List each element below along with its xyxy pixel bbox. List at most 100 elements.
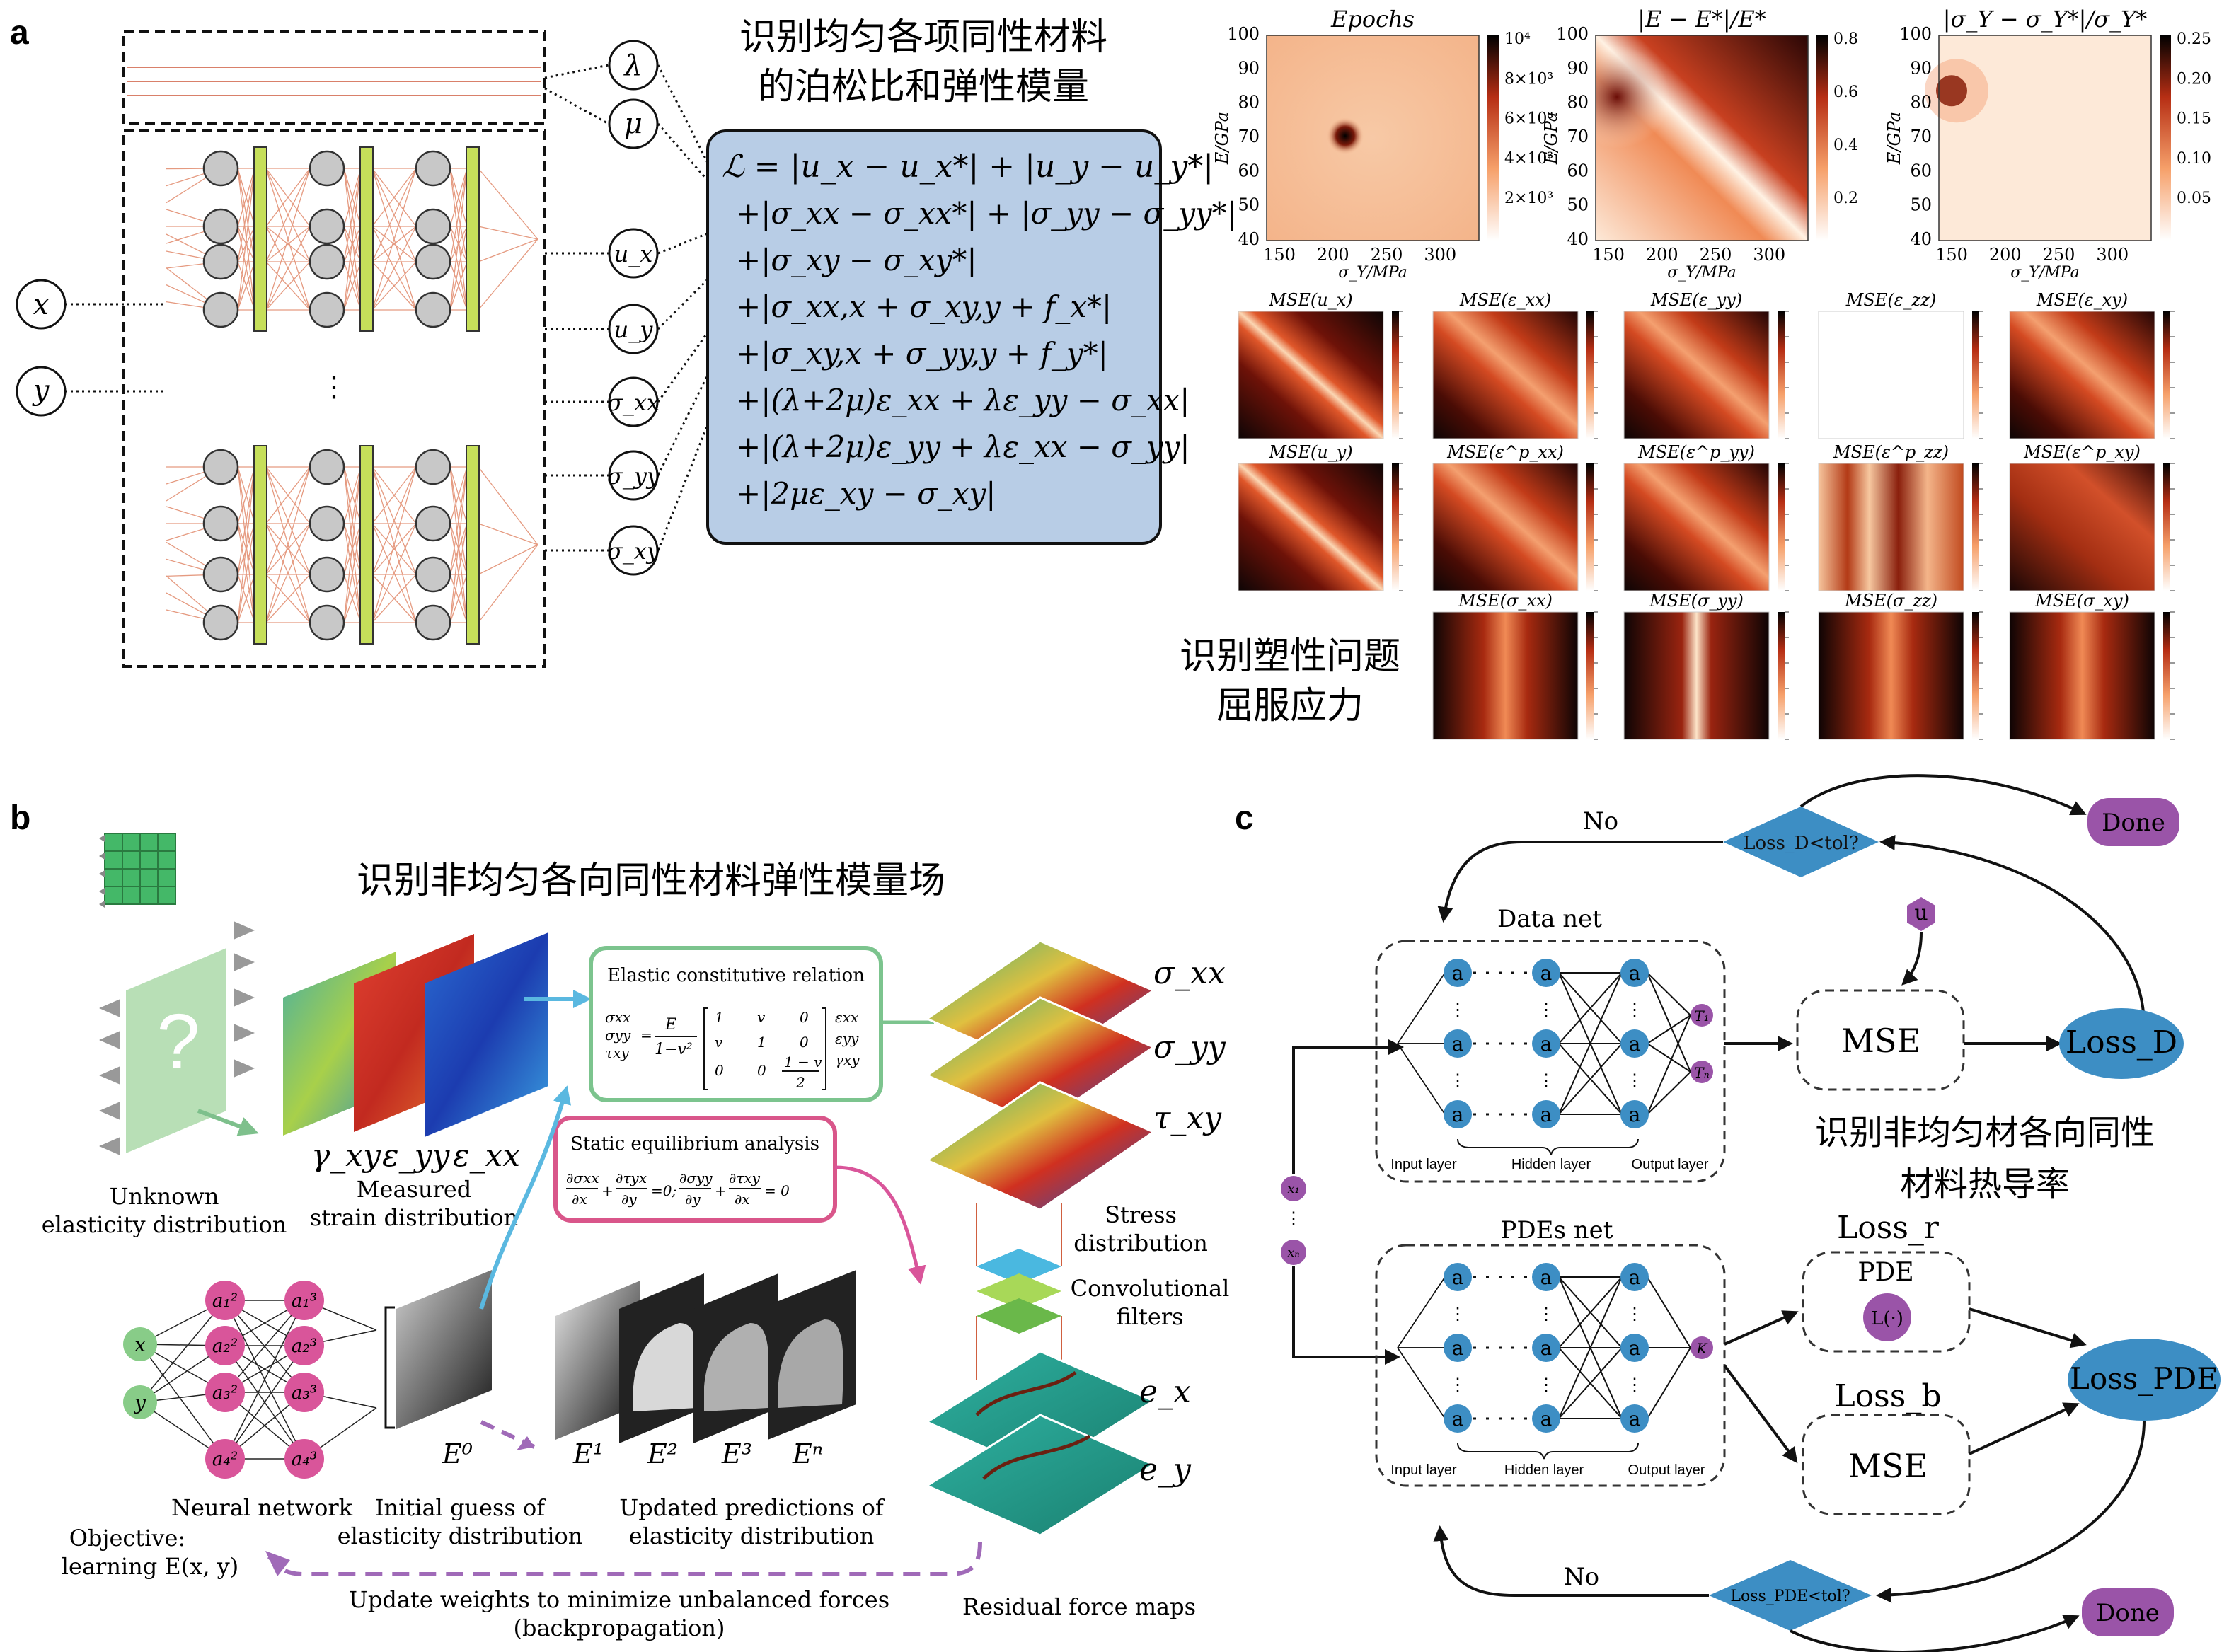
unknown-label-2: elasticity distribution bbox=[42, 1211, 287, 1238]
panel-b: b 识别非均匀各向同性材料弹性模量场 ? Unknown elasticity … bbox=[10, 799, 1229, 1641]
data-net-box bbox=[1375, 940, 1726, 1183]
svg-text:K: K bbox=[1696, 1340, 1708, 1357]
svg-text:6×10³: 6×10³ bbox=[1504, 110, 1553, 128]
svg-text:MSE(ε_xx): MSE(ε_xx) bbox=[1459, 290, 1551, 310]
activation-bar bbox=[253, 445, 267, 645]
svg-text:80: 80 bbox=[1567, 93, 1589, 112]
svg-text:εxx: εxx bbox=[835, 1009, 858, 1026]
updated-label-2: elasticity distribution bbox=[629, 1523, 875, 1549]
panel-label-a: a bbox=[10, 14, 29, 52]
mse-map-r1c4: MSE(ε^p_xy) bbox=[2009, 442, 2175, 591]
svg-text:a: a bbox=[1540, 961, 1553, 985]
svg-text:∂τxy: ∂τxy bbox=[729, 1169, 761, 1186]
svg-text:λ: λ bbox=[623, 50, 642, 82]
loss-line-4: +|σ_xy,x + σ_yy,y + f_y*| bbox=[736, 336, 1108, 371]
mse-map-r1c0: MSE(u_y) bbox=[1238, 442, 1403, 591]
pde-label: PDE bbox=[1858, 1258, 1913, 1287]
backprop-arrow bbox=[267, 1542, 982, 1576]
en-label: Eⁿ bbox=[792, 1438, 823, 1469]
net-node bbox=[1444, 1100, 1472, 1128]
svg-text:MSE(ε_zz): MSE(ε_zz) bbox=[1845, 290, 1936, 310]
net-node bbox=[1444, 1404, 1472, 1433]
svg-text:a₂²: a₂² bbox=[212, 1336, 238, 1357]
panel-label-c: c bbox=[1235, 799, 1254, 837]
measured-label-2: strain distribution bbox=[310, 1204, 518, 1231]
svg-text:⋮: ⋮ bbox=[1626, 1304, 1643, 1324]
svg-text:x: x bbox=[134, 1333, 146, 1356]
svg-text:a: a bbox=[1540, 1266, 1553, 1289]
svg-text:=: = bbox=[640, 1027, 652, 1044]
nn-hidden3-node bbox=[284, 1373, 324, 1412]
svg-text:0.2: 0.2 bbox=[1833, 190, 1858, 207]
nn-hidden2-node bbox=[205, 1326, 245, 1365]
thermal-label-2: 材料热导率 bbox=[1900, 1165, 2070, 1204]
activation-bar bbox=[359, 146, 374, 332]
svg-text:a: a bbox=[1452, 1336, 1464, 1360]
stress-dist-label-1: Stress bbox=[1105, 1201, 1177, 1228]
activation-bar bbox=[466, 146, 480, 332]
e3-label: E³ bbox=[721, 1438, 752, 1469]
mse-map-r0c3: MSE(ε_zz) bbox=[1818, 290, 1983, 439]
svg-text:MSE(σ_zz): MSE(σ_zz) bbox=[1844, 591, 1937, 611]
svg-text:0: 0 bbox=[800, 1009, 809, 1026]
svg-text:σ_Y/MPa: σ_Y/MPa bbox=[1667, 264, 1736, 282]
loss-line-0: ℒ = |u_x − u_x*| + |u_y − u_y*| bbox=[722, 149, 1214, 185]
initial-label-2: elasticity distribution bbox=[338, 1523, 583, 1549]
neuron bbox=[202, 604, 239, 641]
loss-b-label: Loss_b bbox=[1834, 1378, 1941, 1414]
mse-map-r0c1: MSE(ε_xx) bbox=[1432, 290, 1598, 439]
svg-text:⋮: ⋮ bbox=[1449, 1000, 1466, 1019]
svg-text:1−v²: 1−v² bbox=[655, 1041, 693, 1058]
loss-d-node bbox=[2059, 1008, 2184, 1079]
svg-text:u_x: u_x bbox=[614, 241, 653, 267]
net-output-node bbox=[1691, 1004, 1713, 1027]
neuron bbox=[309, 150, 345, 187]
svg-text:u: u bbox=[1914, 901, 1928, 925]
strain-label-eyy: ε_yy bbox=[382, 1138, 450, 1174]
svg-text:T₁: T₁ bbox=[1694, 1007, 1709, 1024]
net-node bbox=[1444, 1334, 1472, 1362]
svg-text:xₙ: xₙ bbox=[1287, 1245, 1299, 1260]
svg-text:250: 250 bbox=[2043, 245, 2075, 265]
svg-text:∂y: ∂y bbox=[685, 1191, 701, 1208]
panel-c: c Loss_D<tol? No Done Data net aaa⋮⋮aaa⋮… bbox=[1235, 774, 2221, 1652]
svg-text:50: 50 bbox=[1910, 195, 1932, 215]
measured-label-1: Measured bbox=[357, 1176, 472, 1203]
svg-text:8×10³: 8×10³ bbox=[1504, 70, 1553, 88]
thermal-label-1: 识别非均匀材各向同性 bbox=[1815, 1113, 2155, 1153]
svg-text:=0;: =0; bbox=[651, 1182, 676, 1199]
input-y-node: y bbox=[16, 366, 67, 417]
neuron bbox=[202, 556, 239, 593]
svg-text:σ_xx: σ_xx bbox=[607, 389, 660, 416]
svg-text:⋮: ⋮ bbox=[1626, 1000, 1643, 1019]
net-node bbox=[1532, 1100, 1560, 1128]
svg-text:250: 250 bbox=[1700, 245, 1732, 265]
mse-map-r1c2: MSE(ε^p_yy) bbox=[1623, 442, 1789, 591]
done-bottom bbox=[2082, 1588, 2174, 1636]
update-label-1: Update weights to minimize unbalanced fo… bbox=[349, 1586, 889, 1613]
neuron bbox=[202, 291, 239, 328]
stress-label-syy: σ_yy bbox=[1153, 1029, 1226, 1065]
svg-text:0.4: 0.4 bbox=[1833, 137, 1858, 154]
svg-text:a: a bbox=[1452, 1266, 1464, 1289]
svg-text:∂y: ∂y bbox=[621, 1191, 637, 1208]
svg-text:⋮: ⋮ bbox=[1626, 1070, 1643, 1090]
svg-text:MSE(u_y): MSE(u_y) bbox=[1268, 442, 1352, 462]
neuron bbox=[309, 505, 345, 542]
svg-text:a: a bbox=[1629, 1032, 1641, 1056]
svg-text:⋮: ⋮ bbox=[1449, 1304, 1466, 1324]
svg-text:0.15: 0.15 bbox=[2177, 110, 2211, 128]
residual-layer-ey bbox=[924, 1414, 1156, 1537]
svg-text:u_y: u_y bbox=[614, 316, 654, 343]
svg-text:60: 60 bbox=[1238, 161, 1260, 180]
svg-text:0: 0 bbox=[715, 1062, 724, 1079]
svg-text:a: a bbox=[1629, 961, 1641, 985]
svg-text:Loss_PDE: Loss_PDE bbox=[2070, 1361, 2218, 1396]
net-node bbox=[1620, 1334, 1649, 1362]
svg-text:50: 50 bbox=[1567, 195, 1589, 215]
pdes-net-label: PDEs net bbox=[1501, 1216, 1613, 1244]
